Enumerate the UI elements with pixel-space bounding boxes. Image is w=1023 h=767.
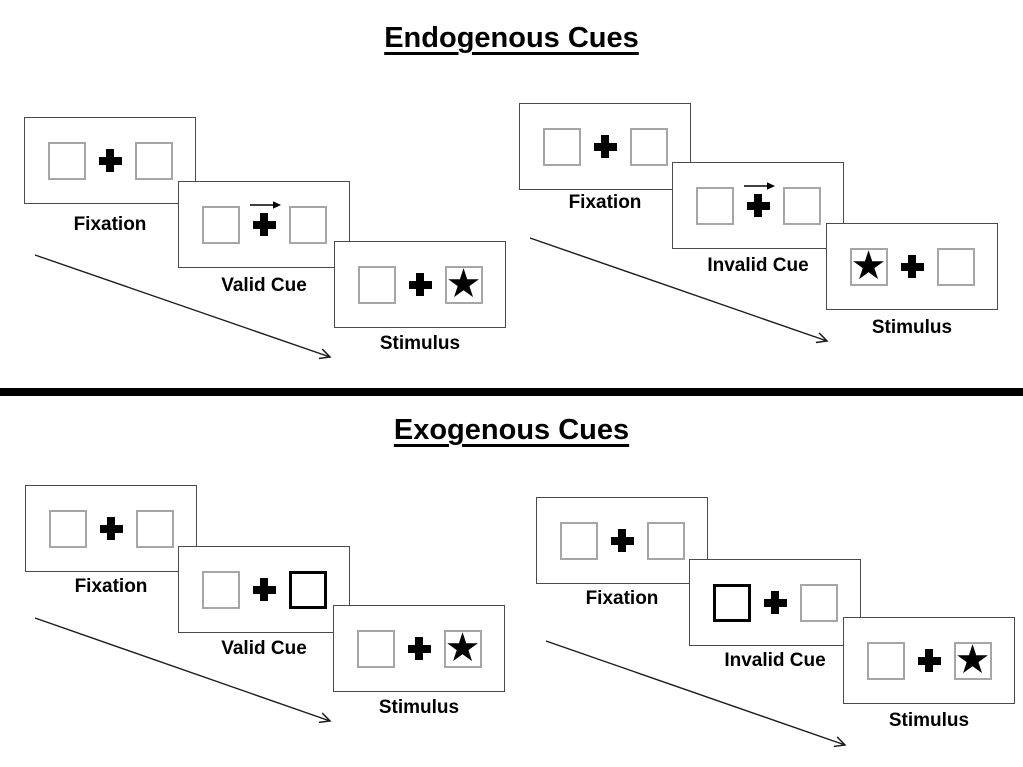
placeholder-box-right	[936, 247, 975, 286]
endo-invalid-fixation-label: Fixation	[568, 192, 642, 213]
endo-valid-fixation-panel	[24, 117, 196, 204]
endo-valid-stimulus-label: Stimulus	[379, 333, 461, 354]
placeholder-box-left	[542, 127, 581, 166]
fixation-cross-icon	[917, 649, 941, 672]
fixation-cross-icon	[249, 201, 281, 236]
placeholder-box-left	[356, 629, 395, 668]
endo-invalid-cue-label: Invalid Cue	[707, 255, 809, 276]
exo-invalid-fixation-panel	[536, 497, 708, 584]
placeholder-box-left	[695, 186, 734, 225]
fixation-cross-icon	[900, 255, 924, 278]
fixation-cross-icon	[610, 529, 634, 552]
fixation-cross-icon	[98, 149, 122, 172]
endogenous-section-title: Endogenous Cues	[384, 22, 639, 54]
exogenous-section-title: Exogenous Cues	[393, 414, 630, 446]
placeholder-box-right	[799, 583, 838, 622]
target-box-right: ★	[444, 261, 483, 306]
placeholder-box-right	[134, 141, 173, 180]
placeholder-box-right	[135, 509, 174, 548]
endo-invalid-fixation-panel	[519, 103, 691, 190]
exo-invalid-cue-label: Invalid Cue	[724, 650, 826, 671]
placeholder-box-left	[201, 570, 240, 609]
star-icon: ★	[444, 625, 481, 670]
endo-invalid-cue-panel	[672, 162, 844, 249]
exo-invalid-fixation-label: Fixation	[585, 588, 659, 609]
endo-valid-timeline-arrow	[34, 254, 332, 360]
placeholder-box-left	[866, 641, 905, 680]
fixation-cross-icon	[743, 182, 775, 217]
star-icon: ★	[954, 637, 991, 682]
fixation-cross-icon	[593, 135, 617, 158]
endo-valid-fixation-label: Fixation	[73, 214, 147, 235]
star-icon: ★	[850, 243, 887, 288]
fixation-cross-icon	[763, 591, 787, 614]
target-box-right: ★	[443, 625, 482, 670]
fixation-cross-icon	[252, 578, 276, 601]
exo-valid-cue-label: Valid Cue	[221, 638, 307, 659]
exo-valid-stimulus-panel: ★	[333, 605, 505, 692]
highlighted-cue-box-right	[288, 570, 327, 609]
placeholder-box-right	[646, 521, 685, 560]
placeholder-box-left	[48, 509, 87, 548]
exo-valid-fixation-panel	[25, 485, 197, 572]
cue-direction-arrow-icon	[249, 201, 281, 209]
placeholder-box-right	[782, 186, 821, 225]
placeholder-box-left	[559, 521, 598, 560]
placeholder-box-left	[357, 265, 396, 304]
star-icon: ★	[445, 261, 482, 306]
fixation-cross-icon	[408, 273, 432, 296]
endo-invalid-stimulus-panel: ★	[826, 223, 998, 310]
exo-invalid-cue-panel	[689, 559, 861, 646]
exo-valid-timeline-arrow	[34, 617, 332, 724]
exo-valid-fixation-label: Fixation	[74, 576, 148, 597]
exo-invalid-stimulus-panel: ★	[843, 617, 1015, 704]
endo-valid-cue-label: Valid Cue	[221, 275, 307, 296]
placeholder-box-left	[201, 205, 240, 244]
fixation-cross-icon	[407, 637, 431, 660]
cue-direction-arrow-icon	[743, 182, 775, 190]
placeholder-box-right	[288, 205, 327, 244]
placeholder-box-left	[47, 141, 86, 180]
fixation-cross-icon	[99, 517, 123, 540]
section-divider	[0, 388, 1023, 396]
target-box-left: ★	[849, 243, 888, 288]
exo-invalid-stimulus-label: Stimulus	[888, 710, 970, 731]
endo-invalid-timeline-arrow	[529, 237, 829, 344]
exo-valid-cue-panel	[178, 546, 350, 633]
placeholder-box-right	[629, 127, 668, 166]
exo-valid-stimulus-label: Stimulus	[378, 697, 460, 718]
endo-invalid-stimulus-label: Stimulus	[871, 317, 953, 338]
endo-valid-stimulus-panel: ★	[334, 241, 506, 328]
highlighted-cue-box-left	[712, 583, 751, 622]
target-box-right: ★	[953, 637, 992, 682]
endo-valid-cue-panel	[178, 181, 350, 268]
